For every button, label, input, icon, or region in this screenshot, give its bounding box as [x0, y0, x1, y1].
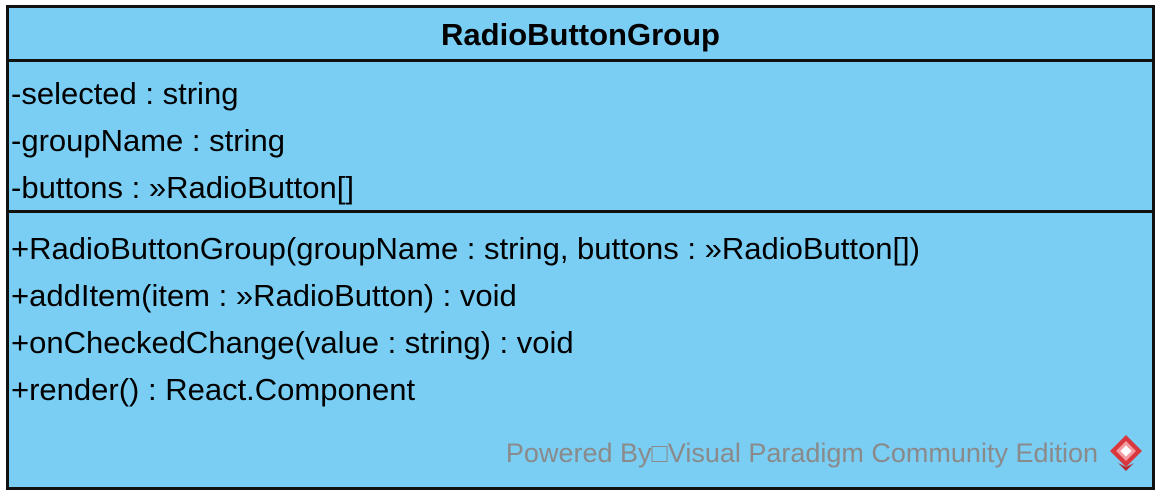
- attributes-compartment: -selected : string -groupName : string -…: [9, 62, 1152, 213]
- attribute-row: -buttons : »RadioButton[]: [11, 170, 354, 205]
- class-header: RadioButtonGroup: [9, 8, 1152, 62]
- operation-row: +addItem(item : »RadioButton) : void: [11, 278, 517, 313]
- watermark: Powered By□Visual Paradigm Community Edi…: [506, 433, 1146, 473]
- operations-compartment: +RadioButtonGroup(groupName : string, bu…: [9, 213, 1152, 413]
- operation-row: +RadioButtonGroup(groupName : string, bu…: [11, 231, 920, 266]
- attribute-row: -groupName : string: [11, 123, 285, 158]
- operation-row: +render() : React.Component: [11, 372, 416, 407]
- visual-paradigm-logo-icon: [1110, 435, 1142, 471]
- watermark-text: Powered By□Visual Paradigm Community Edi…: [505, 437, 1098, 468]
- uml-class-box[interactable]: RadioButtonGroup -selected : string -gro…: [6, 5, 1155, 490]
- operation-row: +onCheckedChange(value : string) : void: [11, 325, 574, 360]
- class-name: RadioButtonGroup: [441, 17, 720, 52]
- attribute-row: -selected : string: [11, 76, 239, 111]
